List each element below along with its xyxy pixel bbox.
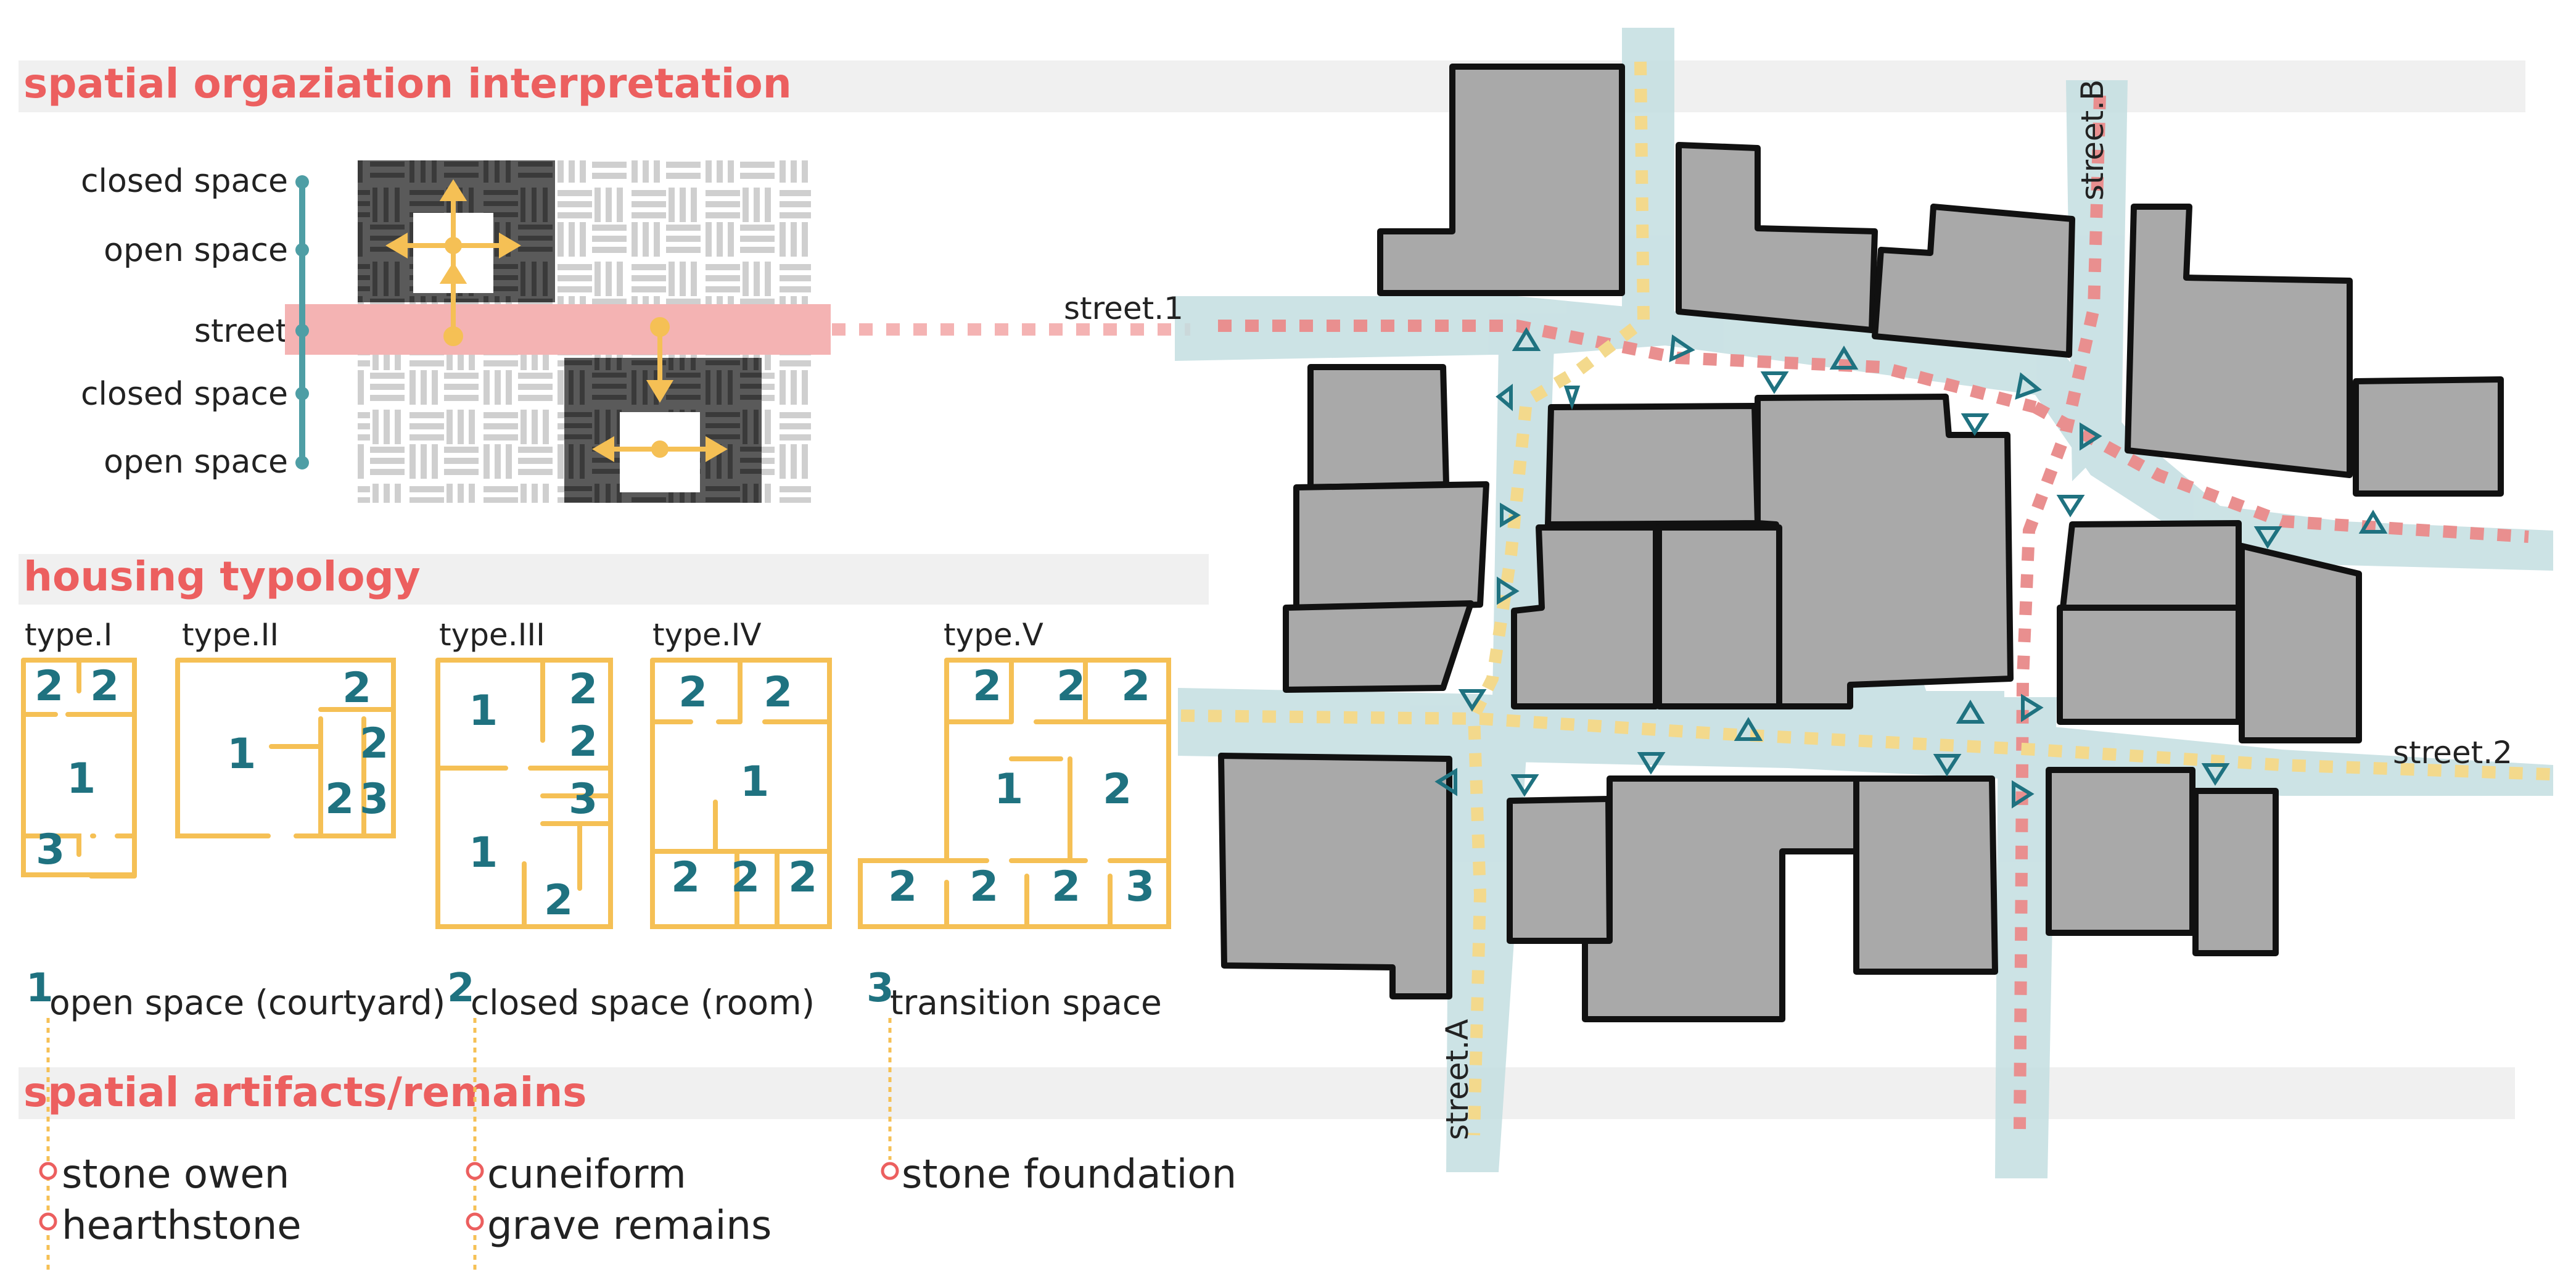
building xyxy=(2046,767,2195,936)
legend-number-1: 1 xyxy=(26,966,54,1011)
artifact-grave-remains: grave remains xyxy=(487,1203,772,1249)
plan-type-5 xyxy=(858,658,1171,929)
legend-number-3: 3 xyxy=(866,966,894,1011)
building xyxy=(2057,605,2242,725)
artifact-hearthstone: hearthstone xyxy=(62,1203,302,1249)
type-label-5: type.V xyxy=(944,617,1043,653)
street-label-b: street.B xyxy=(2075,80,2110,201)
room-num: 2 xyxy=(763,668,792,717)
section-title-spatial: spatial orgaziation interpretation xyxy=(23,60,792,107)
legend-text-closed-space: closed space (room) xyxy=(471,983,815,1022)
room-num: 2 xyxy=(731,853,760,902)
building xyxy=(2060,520,2242,611)
artifact-stone-foundation: stone foundation xyxy=(902,1152,1237,1197)
room-num: 2 xyxy=(35,662,64,711)
building xyxy=(1582,775,1859,1022)
room-num: 1 xyxy=(994,765,1023,814)
street-label-a: street.A xyxy=(1439,1019,1475,1140)
room-num: 3 xyxy=(360,775,389,824)
building xyxy=(1755,394,2014,709)
room-num: 2 xyxy=(1121,662,1150,711)
room-num: 2 xyxy=(969,862,998,911)
building xyxy=(1872,204,2075,358)
plan-type-2 xyxy=(175,658,396,838)
type-label-2: type.II xyxy=(182,617,279,653)
building xyxy=(1218,753,1452,999)
room-num: 1 xyxy=(469,829,498,877)
room-num: 2 xyxy=(671,853,700,902)
street-label-1: street.1 xyxy=(1064,291,1183,326)
type-label-1: type.I xyxy=(25,617,112,653)
spatial-organization-diagram xyxy=(285,160,1190,503)
legend-number-2: 2 xyxy=(447,966,475,1011)
section-title-housing: housing typology xyxy=(23,553,421,600)
legend-text-transition-space: transition space xyxy=(890,983,1162,1022)
room-num: 2 xyxy=(544,876,573,925)
room-num: 1 xyxy=(740,758,769,806)
room-num: 3 xyxy=(1125,862,1154,911)
room-num: 2 xyxy=(788,853,817,902)
room-num: 2 xyxy=(678,668,707,717)
room-num: 1 xyxy=(227,730,256,779)
room-num: 2 xyxy=(90,662,119,711)
room-num: 2 xyxy=(342,664,371,713)
room-num: 2 xyxy=(325,775,354,824)
artifact-bullets xyxy=(39,1162,899,1231)
room-num: 2 xyxy=(569,665,598,714)
artifact-cuneiform: cuneiform xyxy=(487,1152,686,1197)
room-num: 1 xyxy=(67,755,96,803)
room-num: 2 xyxy=(360,719,389,768)
room-num: 2 xyxy=(973,662,1002,711)
building xyxy=(1507,796,1613,944)
room-num: 3 xyxy=(569,775,598,824)
axis-label-open-space-1: open space xyxy=(104,232,288,269)
yellow-route xyxy=(1180,61,2551,1136)
room-num: 2 xyxy=(888,862,917,911)
buildings xyxy=(1218,64,2504,1022)
plan-type-1 xyxy=(21,658,137,879)
building xyxy=(2353,376,2504,497)
section-title-artifacts: spatial artifacts/remains xyxy=(23,1069,587,1116)
building xyxy=(1656,524,1782,709)
building xyxy=(1293,481,1489,614)
axis-label-open-space-2: open space xyxy=(104,444,288,481)
entrance-markers xyxy=(1434,327,2388,809)
housing-typology: type.I type.II type.III type.IV type.V xyxy=(21,617,1171,929)
room-num: 3 xyxy=(36,825,65,874)
axis-label-closed-space-2: closed space xyxy=(80,376,288,413)
room-num: 2 xyxy=(569,718,598,766)
room-num: 2 xyxy=(1051,862,1080,911)
site-map: street.1 street.2 street.A street.B xyxy=(1064,28,2553,1178)
artifact-stone-owen: stone owen xyxy=(62,1152,290,1197)
building xyxy=(2192,788,2279,956)
building xyxy=(2239,543,2362,743)
type-label-4: type.IV xyxy=(652,617,762,653)
building xyxy=(1676,142,1878,333)
street-band xyxy=(285,304,831,355)
room-num: 2 xyxy=(1056,662,1085,711)
building xyxy=(2125,204,2353,478)
artifact-leaders xyxy=(46,1018,892,1271)
building xyxy=(1853,775,1998,975)
building xyxy=(1377,64,1625,296)
heading-band-artifacts xyxy=(19,1067,2515,1119)
plan-type-3 xyxy=(435,658,613,929)
legend-text-open-space: open space (courtyard) xyxy=(49,983,446,1022)
type-label-3: type.III xyxy=(439,617,545,653)
building xyxy=(1545,403,1761,527)
room-num: 1 xyxy=(469,687,498,735)
building xyxy=(1283,600,1474,693)
heading-band-housing xyxy=(19,554,1209,605)
room-num: 2 xyxy=(1103,765,1132,814)
plan-type-4 xyxy=(650,658,832,929)
axis-label-street: street xyxy=(194,313,288,350)
movement-arrows xyxy=(385,179,728,462)
axis-label-closed-space-1: closed space xyxy=(80,163,288,200)
building xyxy=(1307,364,1449,490)
street-label-2: street.2 xyxy=(2393,735,2512,771)
